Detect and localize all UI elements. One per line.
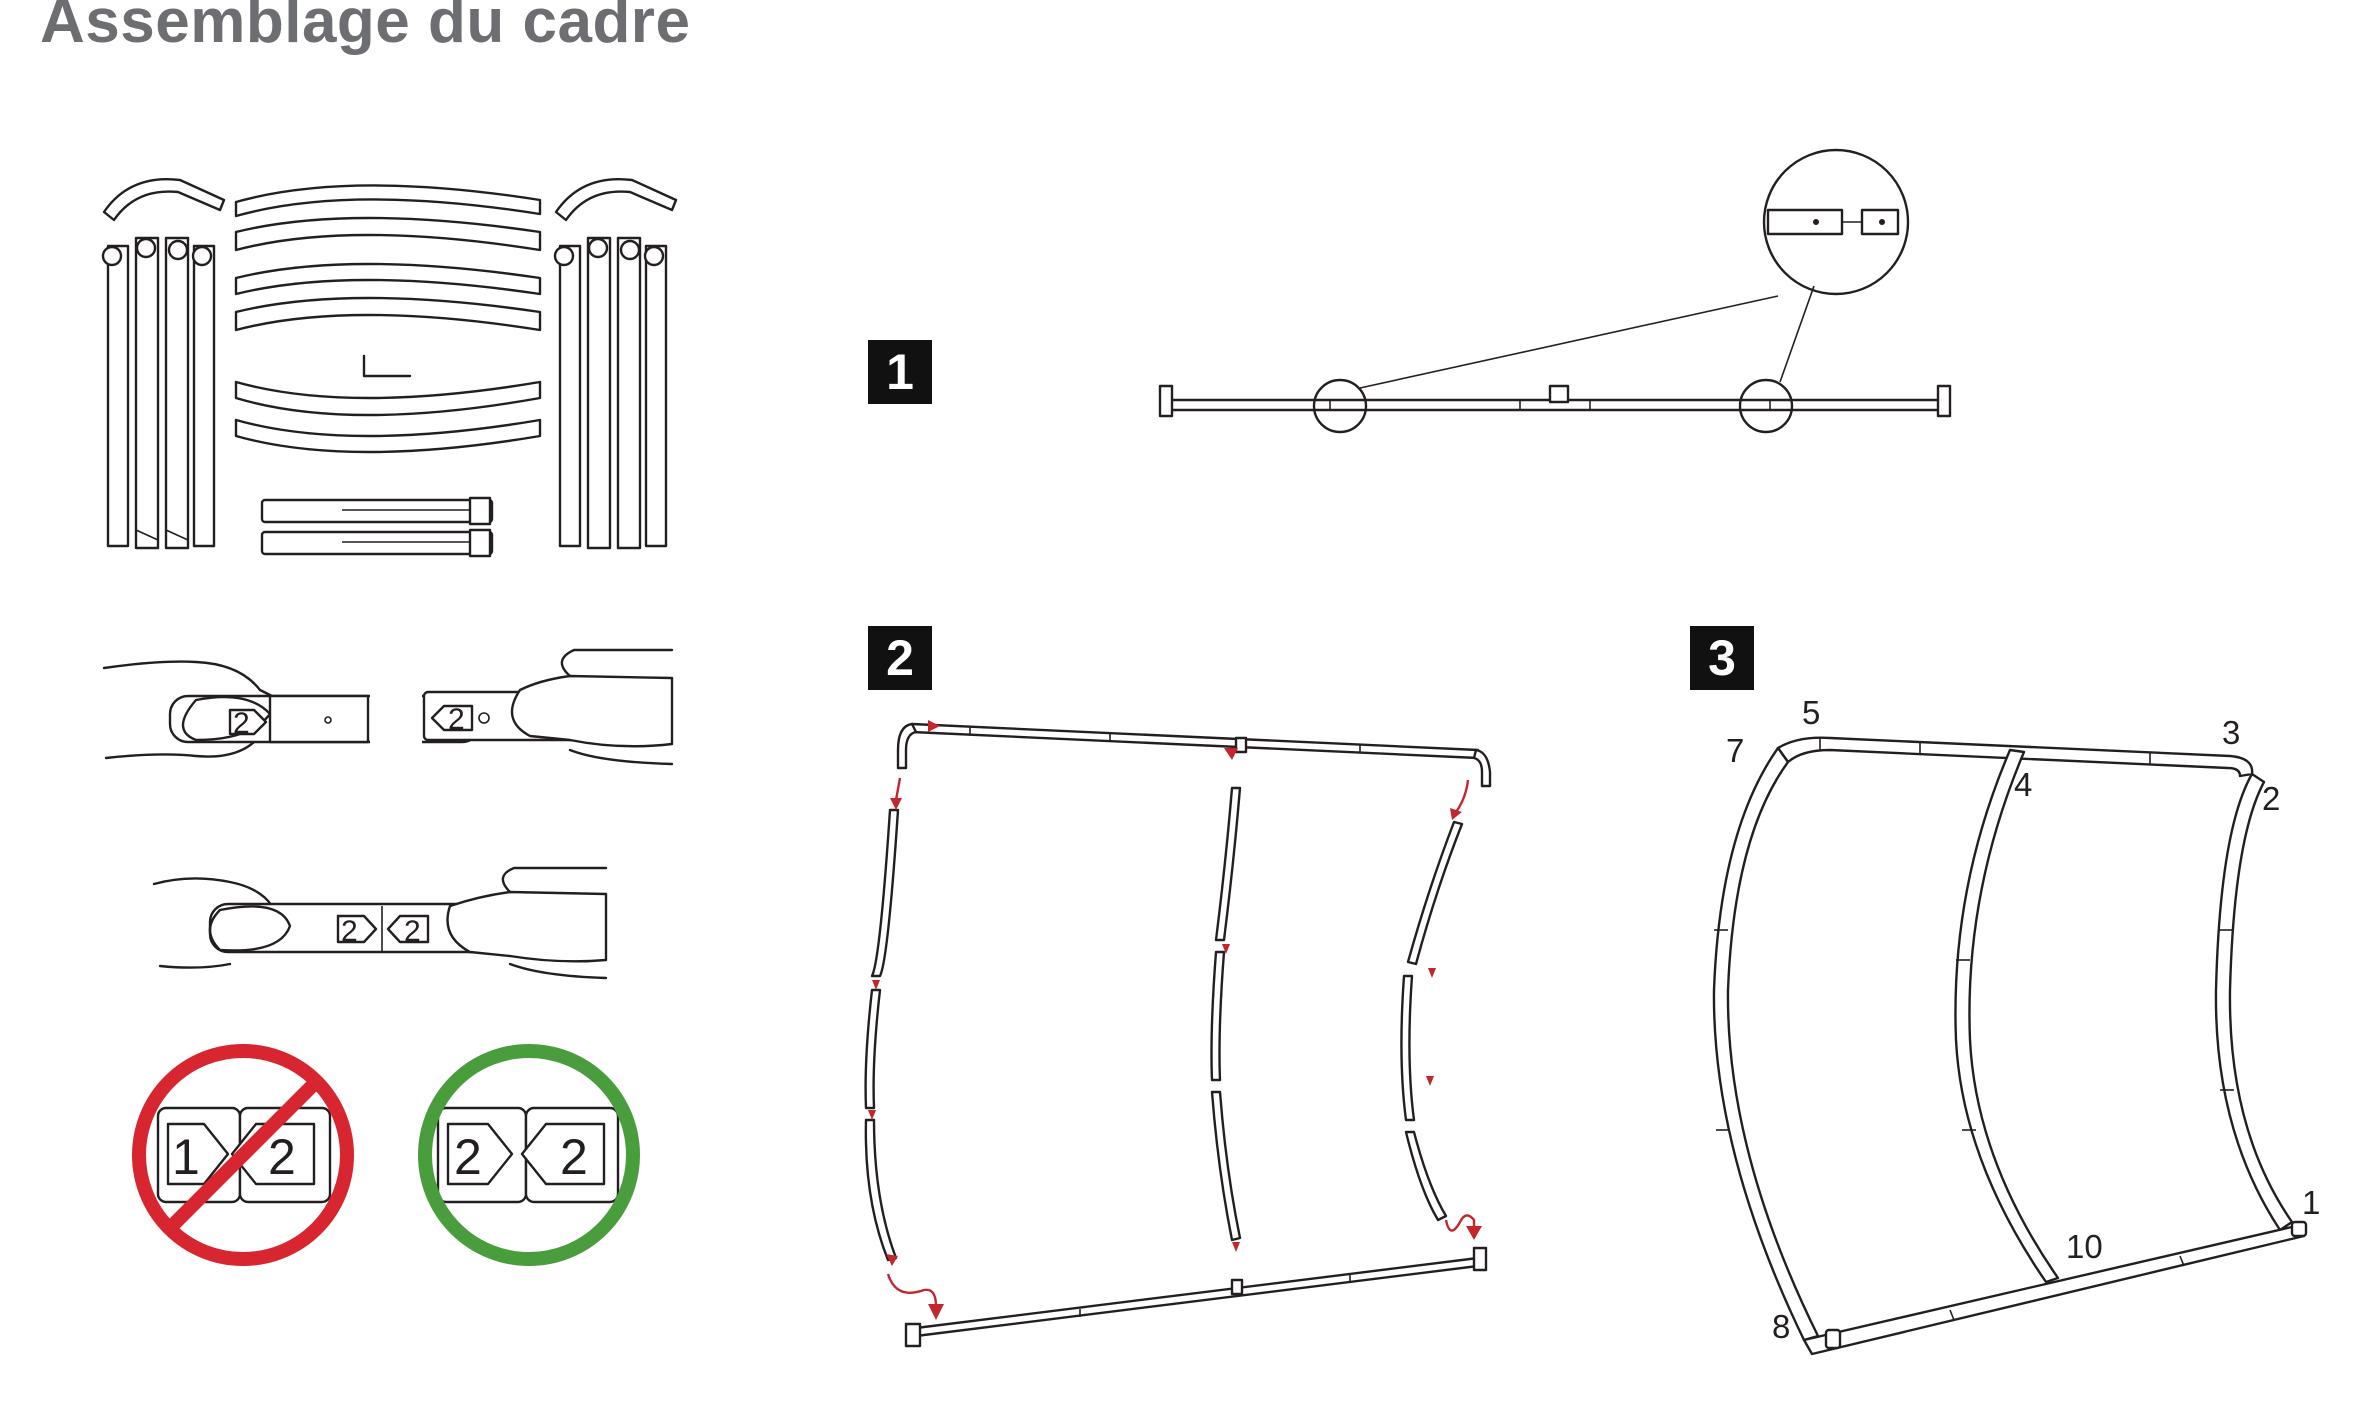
right-right-label: 2	[560, 1129, 588, 1185]
step-3-badge: 3	[1690, 626, 1754, 690]
ok-circle-icon: 2 2	[418, 1044, 640, 1266]
step-1-illustration	[1158, 148, 1952, 434]
hand-right-label: 2	[448, 703, 465, 736]
joined-right-label: 2	[404, 915, 421, 948]
prohibition-icon: 1 2	[132, 1044, 354, 1266]
joined-left-label: 2	[341, 915, 358, 948]
frame-label-7: 7	[1726, 732, 1744, 769]
frame-label-10: 10	[2066, 1228, 2103, 1265]
right-left-label: 2	[454, 1129, 482, 1185]
frame-label-8: 8	[1772, 1308, 1790, 1345]
hands-joined-illustration: 2 2	[152, 866, 608, 980]
parts-illustration	[101, 178, 678, 558]
page-title: Assemblage du cadre	[40, 0, 691, 56]
step-2-badge: 2	[868, 626, 932, 690]
frame-label-3: 3	[2222, 714, 2240, 751]
hands-separate-illustration: 2 2	[102, 648, 674, 766]
wrong-left-label: 1	[172, 1129, 200, 1185]
step-3-illustration: 5 7 3 4 2 1 10 8	[1712, 694, 2320, 1356]
step-2-illustration	[864, 720, 1492, 1348]
step-1-badge: 1	[868, 340, 932, 404]
hand-left-label: 2	[233, 707, 250, 740]
frame-label-2: 2	[2262, 780, 2280, 817]
wrong-right-label: 2	[268, 1129, 296, 1185]
frame-label-5: 5	[1802, 694, 1820, 731]
frame-label-4: 4	[2014, 766, 2032, 803]
frame-label-1: 1	[2302, 1184, 2320, 1221]
